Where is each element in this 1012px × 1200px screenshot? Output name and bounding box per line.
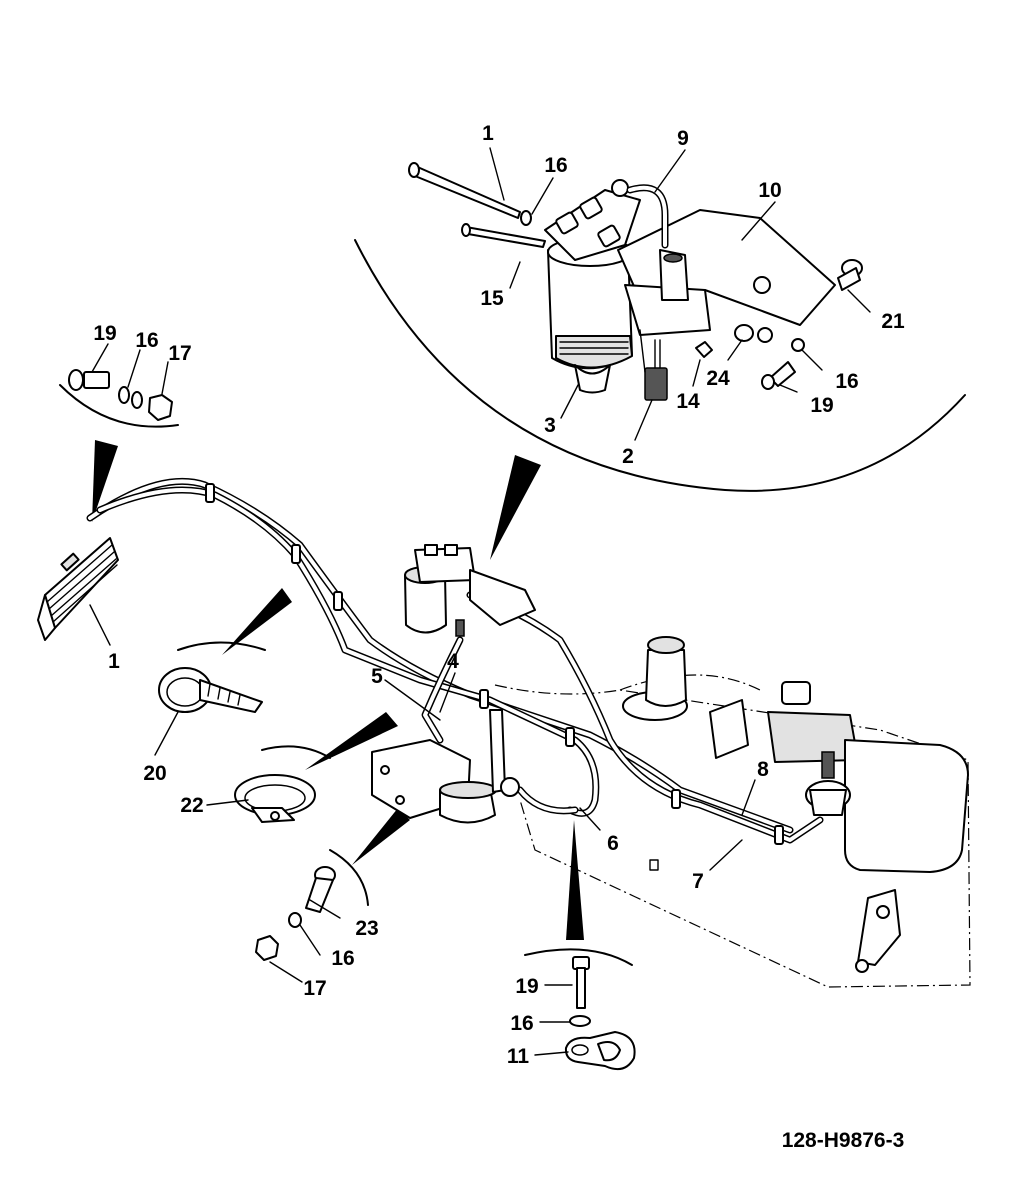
detail-bubbles bbox=[59, 239, 966, 966]
callout-20: 20 bbox=[143, 762, 166, 785]
callout-19-a: 19 bbox=[810, 394, 833, 417]
callout-18: 19 bbox=[93, 322, 116, 345]
callout-3: 3 bbox=[544, 414, 556, 437]
callout-2: 2 bbox=[622, 445, 634, 468]
callout-16-c: 16 bbox=[835, 370, 858, 393]
callout-1: 1 bbox=[108, 650, 120, 673]
callout-16-b: 16 bbox=[135, 329, 158, 352]
callout-19-b: 19 bbox=[515, 975, 538, 998]
bolt-detail-lower bbox=[255, 866, 336, 961]
cable-tie-detail bbox=[158, 667, 263, 713]
lift-pump-bracket bbox=[371, 709, 520, 824]
fuel-filter-detail bbox=[408, 162, 863, 401]
callout-23: 23 bbox=[355, 917, 378, 940]
callout-5: 5 bbox=[371, 665, 383, 688]
callout-10: 10 bbox=[758, 179, 781, 202]
callout-4: 4 bbox=[447, 650, 459, 673]
clip-detail bbox=[564, 956, 636, 1071]
hose-clip-detail bbox=[234, 774, 316, 823]
callout-15: 15 bbox=[480, 287, 504, 310]
leader-lines bbox=[89, 147, 871, 1056]
callout-14: 14 bbox=[676, 390, 700, 413]
callout-16-e: 16 bbox=[510, 1012, 533, 1035]
drawing-code: 128-H9876-3 bbox=[782, 1129, 905, 1152]
callout-22: 22 bbox=[180, 794, 203, 817]
callout-11: 11 bbox=[507, 1045, 530, 1068]
callout-12: 1 bbox=[482, 122, 494, 145]
callout-numbers: 1 9 16 10 15 21 19 16 17 24 16 14 19 3 2… bbox=[93, 122, 905, 1068]
filter-assembly-installed bbox=[404, 544, 536, 637]
fuel-tank bbox=[494, 636, 971, 988]
bolt-detail-top-left bbox=[68, 369, 173, 421]
callout-7: 7 bbox=[692, 870, 704, 893]
callout-9: 9 bbox=[677, 127, 689, 150]
callout-6: 6 bbox=[607, 832, 619, 855]
tank-unit bbox=[805, 751, 851, 816]
callout-17-b: 17 bbox=[303, 977, 326, 1000]
fuel-cooler bbox=[37, 537, 119, 641]
pipe-clips bbox=[205, 483, 784, 845]
callout-21: 21 bbox=[881, 310, 905, 333]
callout-16-a: 16 bbox=[544, 154, 567, 177]
callout-24: 24 bbox=[706, 367, 730, 390]
detail-pointers bbox=[92, 440, 584, 940]
callout-8: 8 bbox=[757, 758, 769, 781]
callout-16-d: 16 bbox=[331, 947, 354, 970]
callout-17-a: 17 bbox=[168, 342, 191, 365]
